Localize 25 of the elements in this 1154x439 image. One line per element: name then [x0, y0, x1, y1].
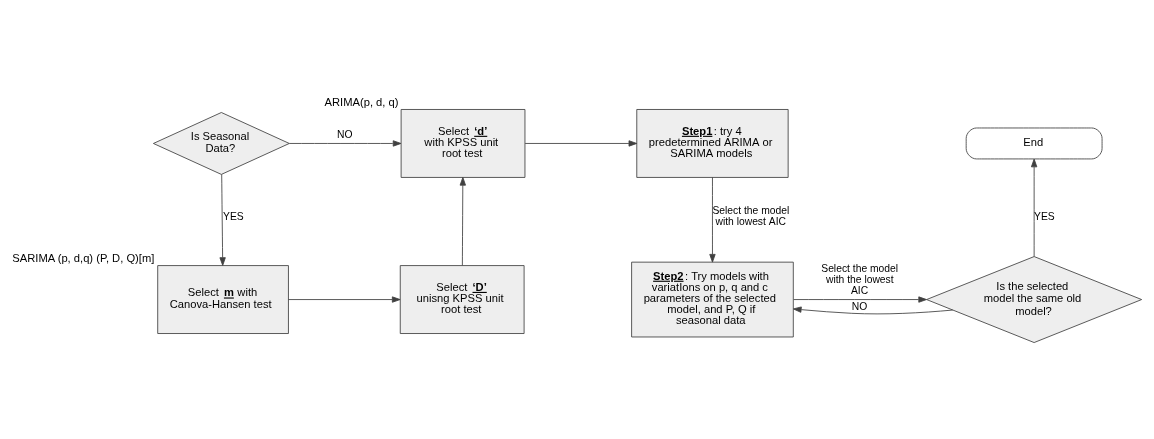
edge-label: NO [337, 128, 353, 140]
node-box: Select ‘d’ with KPSS unit root test [400, 108, 526, 178]
edge-label: YES [223, 210, 244, 222]
arrow [288, 295, 401, 303]
node-box: Select m with Canova-Hansen test [157, 264, 289, 334]
node-box: Select ‘D’ unisng KPSS unit root test [399, 264, 525, 334]
node-box: End [965, 127, 1103, 159]
edge-label: YES [1034, 210, 1055, 222]
node-label: ARIMA(p, d, q) [324, 95, 399, 108]
arrow [524, 139, 638, 147]
edge-label: NO [851, 300, 868, 312]
node-diamond: Is Seasonal Data? [153, 111, 290, 175]
arrow [792, 306, 954, 314]
node-box: Step1: try 4 predetermined ARIMA or SARIMA models [636, 108, 789, 178]
edge-label: Select the model with lowest AIC [712, 204, 790, 227]
arrow [793, 295, 927, 303]
node-box: Step2: Try models with variatIons on p, q and c parameters of the selected model, and P, Q if seasonal data [631, 261, 794, 337]
arrow [1031, 158, 1038, 257]
arrow [288, 139, 402, 147]
edge-label: Select the model with the lowest AIC [821, 262, 899, 296]
node-label: SARIMA (p, d,q) (P, D, Q)[m] [12, 251, 155, 264]
node-diamond: Is the selected model the same old model? [926, 255, 1143, 343]
arrow [459, 176, 466, 266]
arrow [709, 176, 716, 263]
arrow [219, 173, 226, 266]
